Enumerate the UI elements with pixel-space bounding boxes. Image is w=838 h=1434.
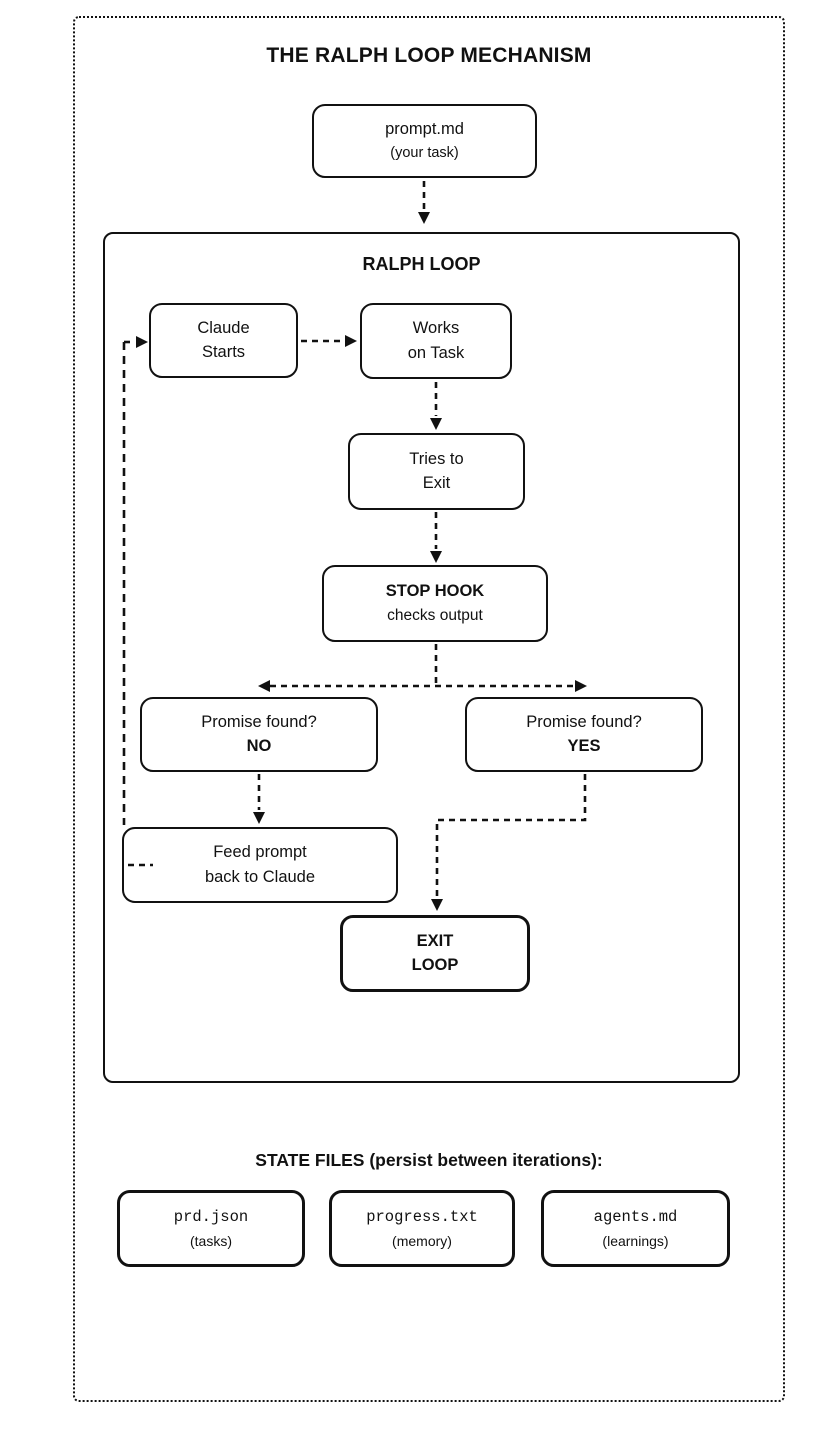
- node-line-secondary: checks output: [387, 606, 483, 624]
- node-feed-prompt-back: Feed prompt back to Claude: [122, 827, 398, 903]
- node-claude-starts: Claude Starts: [149, 303, 298, 378]
- node-prompt-md: prompt.md (your task): [312, 104, 537, 178]
- node-line-primary: Feed prompt: [213, 843, 307, 862]
- node-works-on-task: Works on Task: [360, 303, 512, 379]
- state-file-caption: (memory): [392, 1233, 452, 1249]
- state-file-caption: (tasks): [190, 1233, 232, 1249]
- node-line-primary: Claude: [197, 318, 250, 337]
- node-line-secondary: YES: [567, 737, 601, 755]
- node-promise-found-yes: Promise found? YES: [465, 697, 703, 772]
- node-tries-to-exit: Tries to Exit: [348, 433, 525, 510]
- state-file-prd-json: prd.json (tasks): [117, 1190, 305, 1267]
- node-line-primary: Tries to: [409, 449, 464, 468]
- state-file-name: prd.json: [173, 1208, 249, 1226]
- ralph-loop-label: RALPH LOOP: [362, 254, 481, 274]
- node-stop-hook: STOP HOOK checks output: [322, 565, 548, 642]
- state-files-heading: STATE FILES (persist between iterations)…: [255, 1150, 603, 1170]
- node-line-secondary: on Task: [407, 343, 465, 362]
- state-file-name: progress.txt: [366, 1208, 478, 1226]
- state-file-name: agents.md: [593, 1208, 678, 1226]
- node-exit-loop: EXIT LOOP: [340, 915, 530, 992]
- node-line-primary: Promise found?: [201, 712, 317, 731]
- node-line-primary: Works: [412, 319, 460, 338]
- node-line-secondary: Exit: [422, 474, 451, 492]
- diagram-title: THE RALPH LOOP MECHANISM: [266, 44, 592, 67]
- node-line-primary: Promise found?: [526, 712, 642, 731]
- state-file-progress-txt: progress.txt (memory): [329, 1190, 515, 1267]
- node-promise-found-no: Promise found? NO: [140, 697, 378, 772]
- node-line-primary: EXIT: [416, 931, 454, 950]
- node-line-secondary: Starts: [201, 343, 246, 361]
- node-line-secondary: NO: [246, 737, 272, 755]
- node-line-primary: prompt.md: [385, 120, 464, 139]
- state-file-agents-md: agents.md (learnings): [541, 1190, 730, 1267]
- node-line-secondary: LOOP: [411, 956, 459, 974]
- node-line-secondary: (your task): [390, 144, 459, 161]
- state-file-caption: (learnings): [602, 1233, 669, 1249]
- node-line-primary: STOP HOOK: [385, 582, 485, 601]
- node-line-secondary: back to Claude: [204, 867, 316, 886]
